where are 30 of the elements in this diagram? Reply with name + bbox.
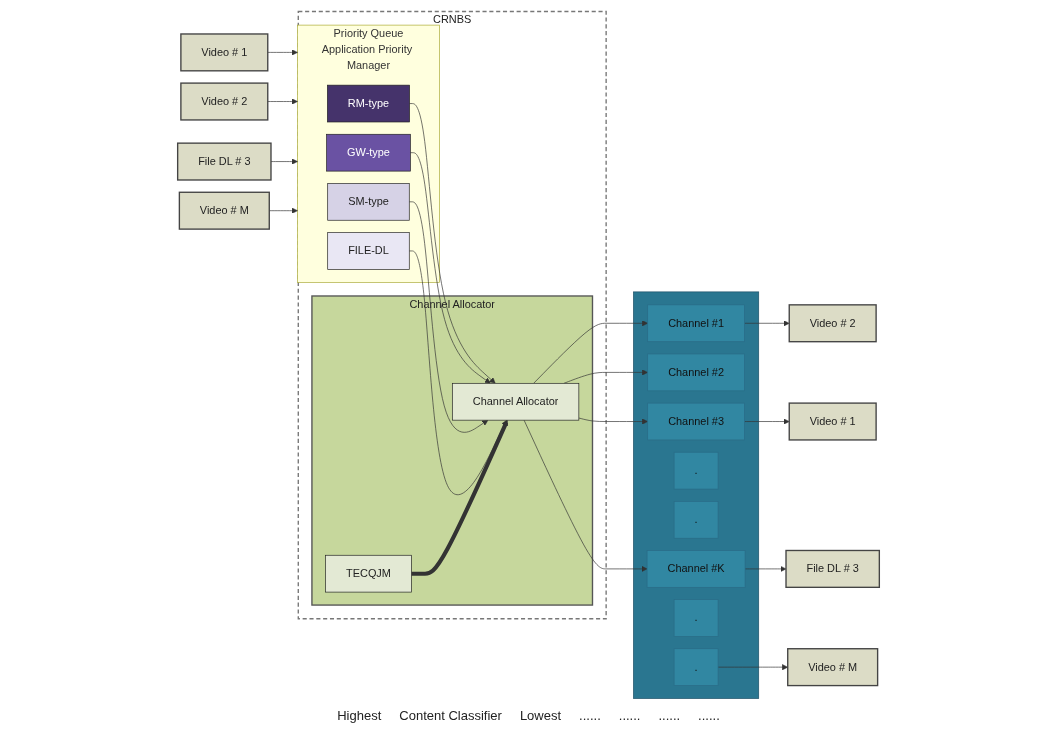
node-box: File DL # 3 <box>785 549 880 588</box>
node-box: Channel Allocator <box>452 383 580 421</box>
node-box: Channel #2 <box>647 353 745 392</box>
note-label: ...... <box>579 708 601 723</box>
node-box: GW-type <box>326 133 411 172</box>
node-box: Video # 2 <box>180 82 269 121</box>
node-box: . <box>673 501 719 539</box>
node-box: Channel #K <box>646 550 746 588</box>
node-box: . <box>673 599 719 637</box>
note-label: Highest <box>337 708 382 723</box>
node-box: FILE-DL <box>327 232 410 270</box>
node-box: Video # 1 <box>788 402 877 441</box>
note-label: Content Classifier <box>399 708 502 723</box>
node-box: Video # M <box>178 191 270 230</box>
node-box: Video # M <box>787 648 879 687</box>
note-label: ...... <box>618 708 641 723</box>
node-box: Channel #3 <box>647 402 745 441</box>
node-box: Video # 1 <box>180 33 269 72</box>
node-box: Channel #1 <box>647 304 745 343</box>
note-label: ...... <box>698 708 720 723</box>
node-box: SM-type <box>327 183 410 221</box>
node-box: RM-type <box>327 84 410 123</box>
node-box: File DL # 3 <box>177 142 272 181</box>
node-box: . <box>673 648 719 686</box>
note-label: Lowest <box>519 708 562 723</box>
node-box: Video # 2 <box>788 304 877 343</box>
note-label: ...... <box>658 708 681 723</box>
arrow <box>411 419 509 576</box>
cluster <box>633 291 760 699</box>
node-box: TECQJM <box>325 554 412 593</box>
